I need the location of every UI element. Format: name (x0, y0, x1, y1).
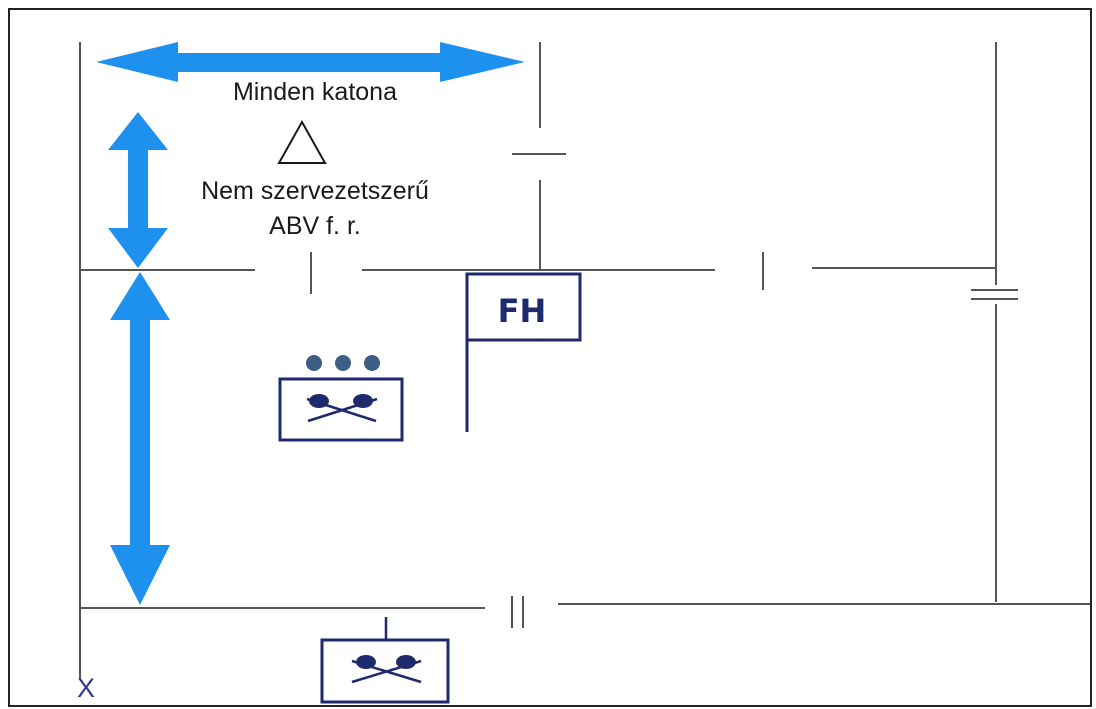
label-fh: FH (498, 292, 547, 330)
echelon-dot (364, 355, 380, 371)
echelon-dot (335, 355, 351, 371)
unit-symbol-upper (278, 355, 404, 442)
label-x-marker: X (77, 673, 95, 703)
arrows (96, 42, 525, 605)
outer-frame (8, 8, 1092, 707)
echelon-dot (306, 355, 322, 371)
grid-lines (79, 42, 1090, 680)
unit-symbol-lobe-right (396, 655, 416, 669)
double-headed-arrow-icon (110, 272, 170, 605)
label-nonorg-line2: ABV f. r. (269, 212, 361, 240)
fh-flag: FH (465, 272, 582, 432)
triangle-icon (277, 119, 327, 164)
label-all-soldiers: Minden katona (233, 78, 397, 106)
double-headed-arrow-icon (96, 42, 525, 82)
unit-symbol-cross-2 (351, 659, 422, 684)
flag-icon (465, 272, 582, 342)
unit-symbol-cross-2 (306, 397, 377, 423)
unit-symbol-lower (320, 617, 450, 704)
double-headed-arrow-icon (108, 112, 168, 268)
label-nonorg-line1: Nem szervezetszerű (201, 177, 429, 205)
